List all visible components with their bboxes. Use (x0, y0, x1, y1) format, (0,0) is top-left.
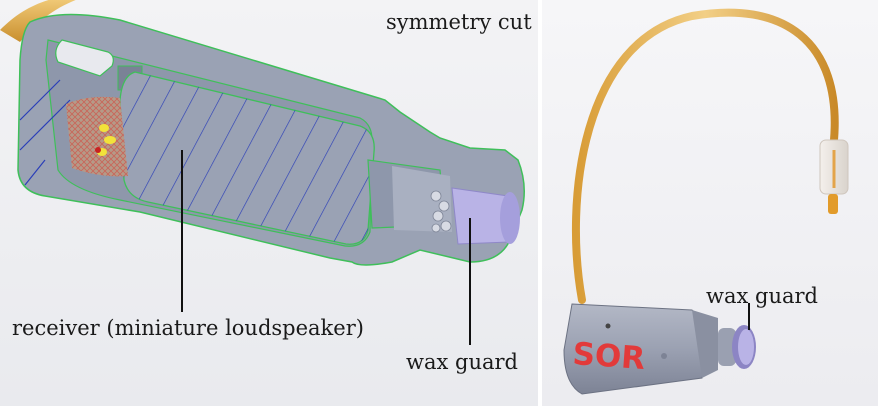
marker-dot (661, 353, 667, 359)
coil-terminal (95, 147, 101, 153)
wax-guard-face-right (738, 329, 754, 365)
external-view-drawing: SOR (563, 8, 849, 395)
receiver-hatching (120, 72, 375, 245)
coil-wire (104, 136, 116, 144)
symmetry-cut-title: symmetry cut (386, 10, 532, 34)
receiver-label: receiver (miniature loudspeaker) (12, 316, 364, 340)
spring-balls (430, 190, 452, 233)
coil-mesh (66, 96, 128, 177)
tube-tip (828, 194, 838, 214)
housing-slot (55, 39, 114, 77)
wall-hatching (19, 79, 71, 186)
wax-guard-label-right: wax guard (706, 284, 818, 308)
coil-wire (99, 124, 109, 132)
external-view-panel: SOR wax guard (542, 0, 878, 406)
cut-view-drawing (0, 0, 525, 345)
wax-guard-label-left: wax guard (406, 350, 518, 374)
receiver-taper (692, 310, 718, 378)
wax-guard-face (500, 192, 520, 244)
ear-hook-tube (571, 8, 839, 304)
spout-ring (718, 328, 736, 366)
brand-logo: SOR (571, 336, 646, 377)
symmetry-cut-panel: symmetry cut receiver (miniature loudspe… (0, 0, 538, 406)
vent-hole (605, 323, 611, 329)
